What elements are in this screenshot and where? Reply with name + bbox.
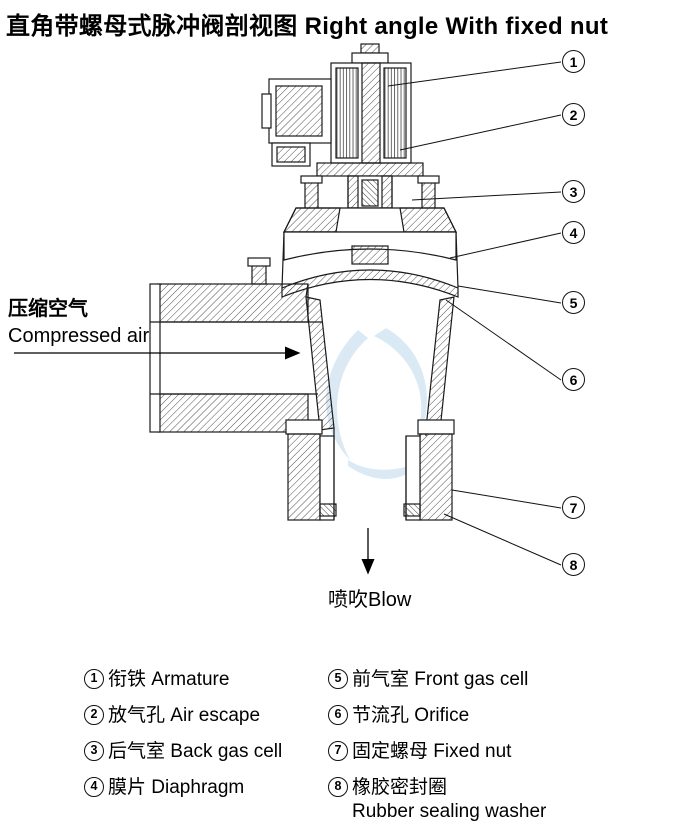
legend-en: Back gas cell bbox=[170, 741, 283, 762]
legend-en: Diaphragm bbox=[151, 777, 245, 798]
legend-item-fixed-nut: 7 固定螺母 Fixed nut bbox=[328, 740, 511, 764]
legend-num-7: 7 bbox=[328, 741, 348, 761]
legend-en: Orifice bbox=[414, 705, 470, 726]
legend-zh: 固定螺母 bbox=[352, 741, 429, 762]
legend-label-back-gas-cell: 后气室 Back gas cell bbox=[108, 740, 282, 764]
legend-num-4: 4 bbox=[84, 777, 104, 797]
callout-leader-lines bbox=[387, 61, 562, 566]
page-title: 直角带螺母式脉冲阀剖视图 Right angle With fixed nut bbox=[6, 13, 609, 40]
legend-num-8: 8 bbox=[328, 777, 348, 797]
compressed-air-label: 压缩空气 Compressed air bbox=[8, 296, 149, 350]
callout-8: 8 bbox=[562, 553, 585, 576]
legend-en: Front gas cell bbox=[414, 669, 529, 690]
callout-1: 1 bbox=[562, 50, 585, 73]
din-connector bbox=[261, 78, 332, 167]
legend-item-back-gas-cell: 3 后气室 Back gas cell bbox=[84, 740, 282, 764]
legend-en: Air escape bbox=[170, 705, 261, 726]
legend-zh: 衔铁 bbox=[108, 669, 147, 690]
legend-num-5: 5 bbox=[328, 669, 348, 689]
legend-item-front-gas-cell: 5 前气室 Front gas cell bbox=[328, 668, 528, 692]
legend-item-diaphragm: 4 膜片 Diaphragm bbox=[84, 776, 244, 800]
legend-item-air-escape: 2 放气孔 Air escape bbox=[84, 704, 260, 728]
legend-item-armature: 1 衔铁 Armature bbox=[84, 668, 229, 692]
legend-num-3: 3 bbox=[84, 741, 104, 761]
callout-4: 4 bbox=[562, 221, 585, 244]
legend-label-diaphragm: 膜片 Diaphragm bbox=[108, 776, 244, 800]
legend-label-fixed-nut: 固定螺母 Fixed nut bbox=[352, 740, 511, 764]
legend-zh: 膜片 bbox=[108, 777, 147, 798]
compressed-air-label-zh: 压缩空气 bbox=[8, 298, 88, 320]
solenoid-coil bbox=[330, 43, 412, 164]
legend-zh: 后气室 bbox=[108, 741, 166, 762]
rubber-sealing-washer bbox=[319, 503, 337, 517]
legend-item-orifice: 6 节流孔 Orifice bbox=[328, 704, 469, 728]
legend-en: Rubber sealing washer bbox=[352, 800, 547, 822]
armature-tube bbox=[300, 162, 440, 211]
callout-7: 7 bbox=[562, 496, 585, 519]
callout-5: 5 bbox=[562, 291, 585, 314]
legend-num-1: 1 bbox=[84, 669, 104, 689]
legend-label-air-escape: 放气孔 Air escape bbox=[108, 704, 260, 728]
inlet-port bbox=[149, 257, 322, 433]
callout-6: 6 bbox=[562, 368, 585, 391]
legend-label-front-gas-cell: 前气室 Front gas cell bbox=[352, 668, 528, 692]
compressed-air-label-en: Compressed air bbox=[8, 325, 150, 347]
legend-en: Fixed nut bbox=[433, 741, 512, 762]
top-flange bbox=[283, 207, 457, 233]
legend-zh: 放气孔 bbox=[108, 705, 166, 726]
diaphragm bbox=[281, 269, 459, 298]
watermark-logo bbox=[326, 328, 427, 479]
legend-num-6: 6 bbox=[328, 705, 348, 725]
valve-body bbox=[305, 296, 455, 436]
legend-label-armature: 衔铁 Armature bbox=[108, 668, 229, 692]
legend-num-2: 2 bbox=[84, 705, 104, 725]
legend-zh: 前气室 bbox=[352, 669, 410, 690]
legend-zh: 橡胶密封圈 bbox=[352, 777, 448, 798]
callout-2: 2 bbox=[562, 103, 585, 126]
blow-label: 喷吹Blow bbox=[328, 589, 412, 611]
legend-label-orifice: 节流孔 Orifice bbox=[352, 704, 469, 728]
legend-en: Armature bbox=[151, 669, 230, 690]
diaphragm-assembly bbox=[281, 231, 459, 298]
callout-3: 3 bbox=[562, 180, 585, 203]
outlet-fixed-nut bbox=[285, 419, 455, 521]
legend-zh: 节流孔 bbox=[352, 705, 410, 726]
